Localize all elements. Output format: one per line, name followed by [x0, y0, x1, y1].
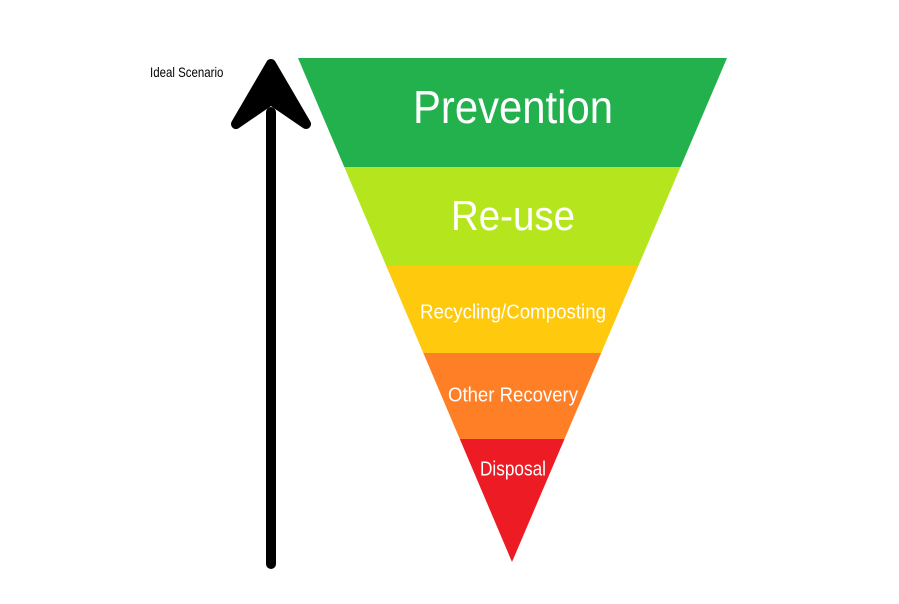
- tier-re-use: [344, 167, 681, 266]
- tier-label-other-recovery: Other Recovery: [448, 384, 578, 406]
- up-arrow-icon: [231, 59, 311, 569]
- tier-label-recycling-composting: Recycling/Composting: [420, 301, 606, 323]
- tier-recycling-composting: [386, 266, 639, 353]
- tier-prevention: [298, 58, 727, 167]
- pyramid: Prevention Re-use Recycling/Composting O…: [298, 58, 727, 562]
- tier-other-recovery: [423, 353, 602, 439]
- tier-label-prevention: Prevention: [413, 81, 613, 133]
- arrow-head: [231, 59, 311, 129]
- tier-disposal: [459, 439, 565, 562]
- arrow-label: Ideal Scenario: [150, 64, 224, 80]
- tier-label-disposal: Disposal: [480, 458, 546, 480]
- tier-label-re-use: Re-use: [451, 192, 575, 239]
